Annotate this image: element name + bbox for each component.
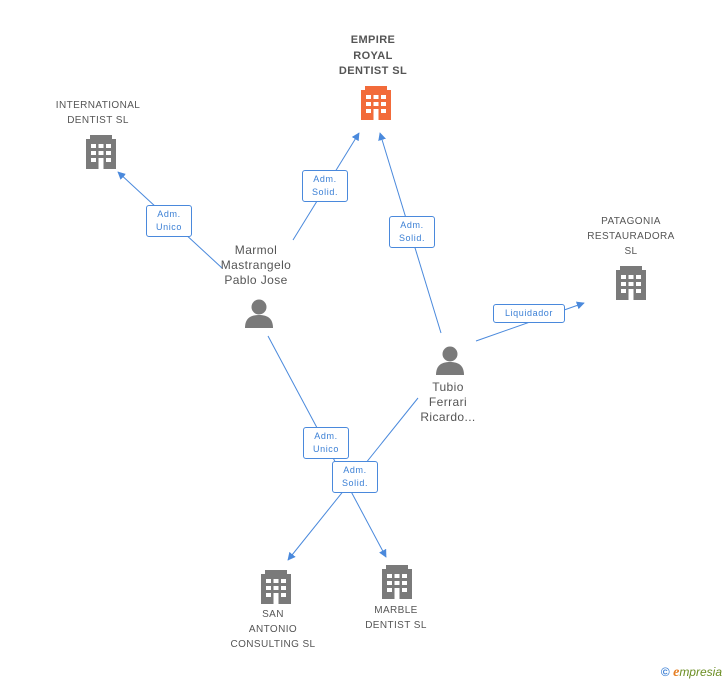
brand-name: mpresia [679,665,722,679]
building-icon-patagonia[interactable] [616,266,646,300]
edge-label-tubio-patagonia[interactable]: Liquidador [493,304,565,323]
node-label-empire[interactable]: EMPIRE ROYAL DENTIST SL [338,34,408,77]
node-label-san-antonio[interactable]: SAN ANTONIO CONSULTING SL [230,609,316,650]
edge-label-tubio-san-antonio[interactable]: Adm. Solid. [332,461,378,493]
edge-label-marmol-empire[interactable]: Adm. Solid. [302,170,348,202]
node-label-international[interactable]: INTERNATIONAL DENTIST SL [55,100,141,126]
building-icon-empire[interactable] [361,86,391,120]
brand-logo-initial: e [673,665,680,680]
edge-label-marmol-marble[interactable]: Adm. Unico [303,427,349,459]
copyright-footer: © empresia [661,665,722,681]
copyright-icon: © [660,665,670,679]
edges-layer [117,132,585,561]
node-label-marble[interactable]: MARBLE DENTIST SL [365,605,427,631]
building-icon-international[interactable] [86,135,116,169]
node-label-tubio[interactable]: Tubio Ferrari Ricardo... [420,380,476,424]
edge-label-tubio-empire[interactable]: Adm. Solid. [389,216,435,248]
node-label-marmol[interactable]: Marmol Mastrangelo Pablo Jose [220,243,292,287]
edge-label-marmol-international[interactable]: Adm. Unico [146,205,192,237]
building-icon-san-antonio[interactable] [261,570,291,604]
person-icon-tubio[interactable] [436,346,464,376]
person-icon-marmol[interactable] [245,299,273,329]
node-label-patagonia[interactable]: PATAGONIA RESTAURADORA SL [587,216,675,257]
building-icon-marble[interactable] [382,565,412,599]
